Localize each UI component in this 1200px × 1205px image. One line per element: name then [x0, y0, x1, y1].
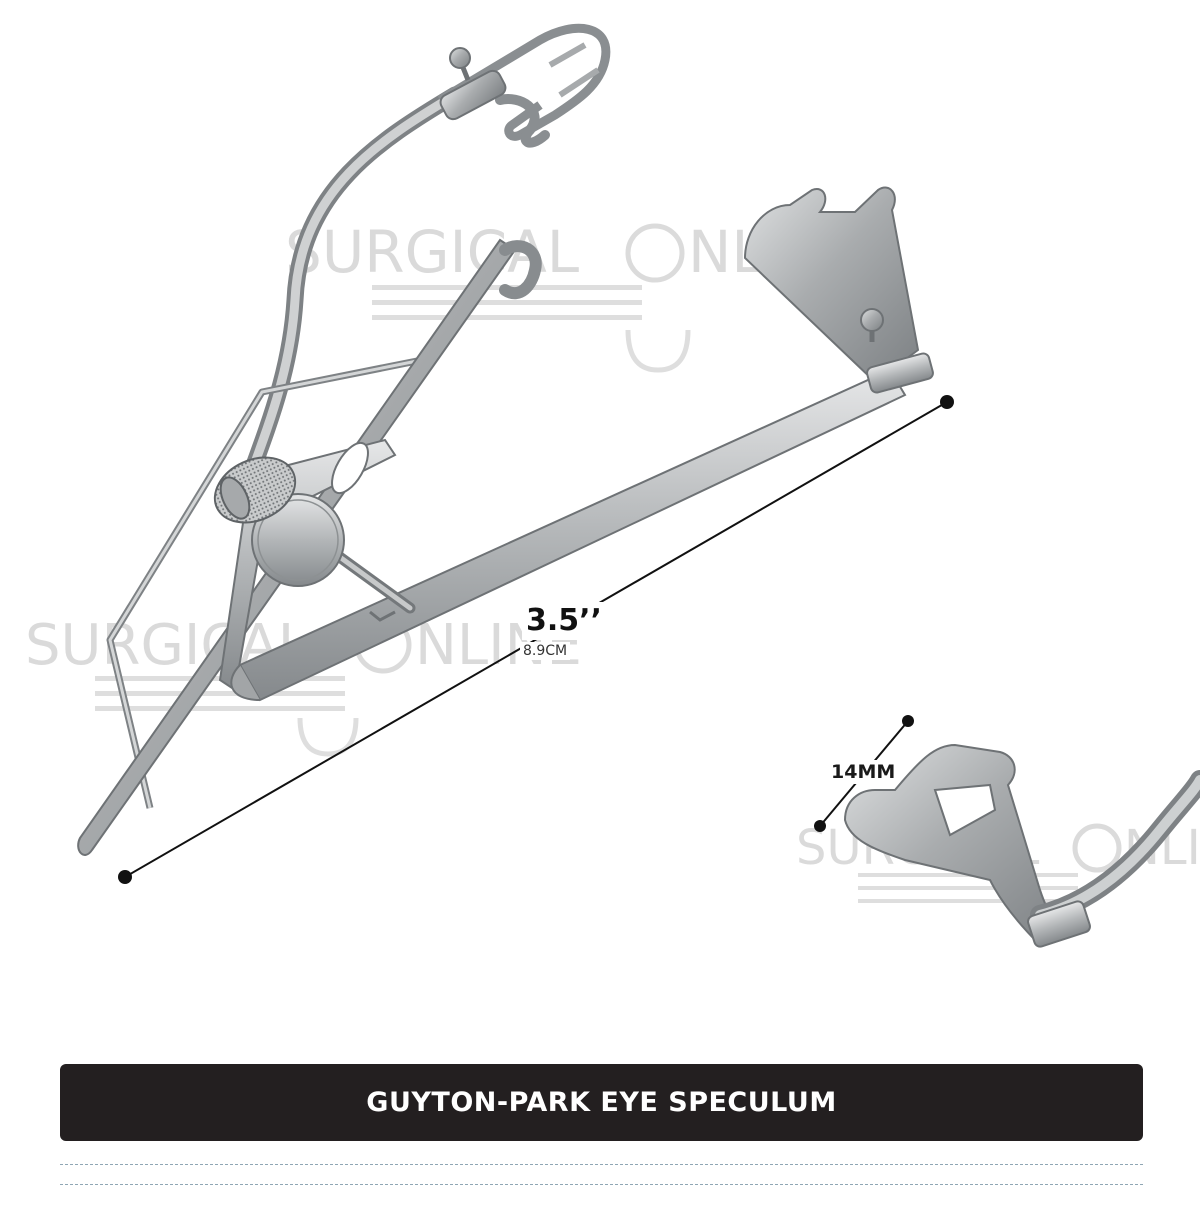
product-title-bar: GUYTON-PARK EYE SPECULUM	[60, 1064, 1143, 1141]
speculum-main	[77, 23, 934, 856]
watermark-middle: SURGICAL NLINE	[25, 613, 582, 757]
blade-width-label: 14MM	[828, 760, 899, 784]
product-title: GUYTON-PARK EYE SPECULUM	[366, 1087, 837, 1118]
right-arm	[238, 368, 907, 702]
right-blade	[743, 186, 934, 394]
blade-detail	[843, 743, 1200, 948]
divider-dashed-1	[60, 1164, 1143, 1165]
upper-blade	[437, 23, 611, 148]
length-inches-label: 3.5’’	[522, 602, 606, 640]
length-cm-label: 8.9CM	[520, 642, 571, 660]
watermark: SURGICAL NLINE SURGICAL NLINE SURGICAL N…	[25, 218, 1200, 903]
adjustment-screw	[213, 456, 416, 622]
divider-dashed-2	[60, 1184, 1143, 1185]
